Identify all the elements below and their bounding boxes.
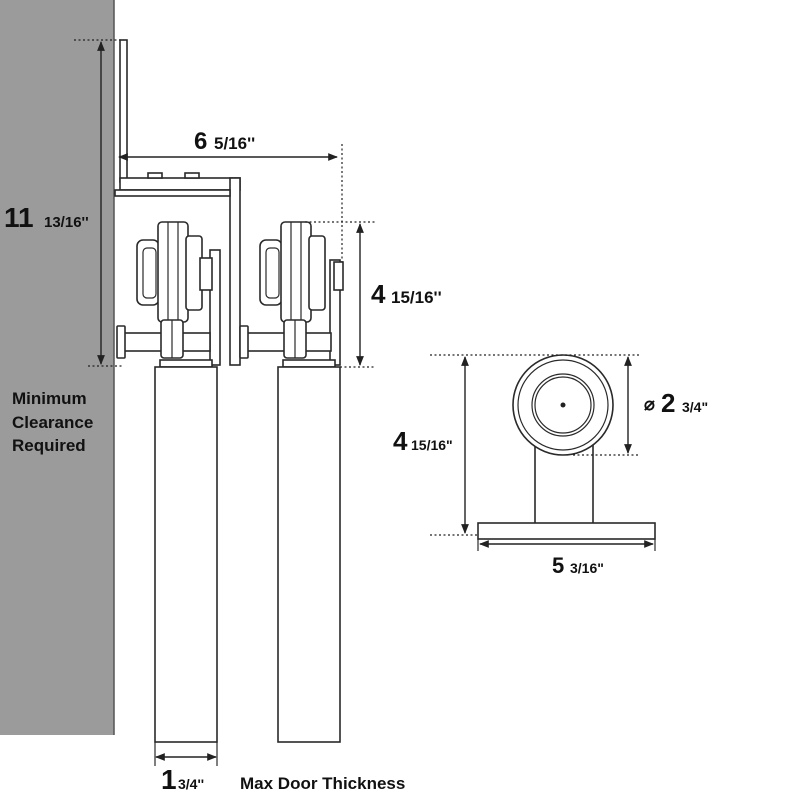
clearance-label-line2: Clearance (12, 413, 93, 432)
hanger-height-front-fraction: 15/16" (411, 437, 453, 453)
roller-assembly-left (116, 221, 221, 368)
base-width-whole: 5 (552, 553, 564, 578)
wheel-inner-ring-right (265, 247, 280, 299)
base-width-dimension: 5 3/16" (477, 539, 656, 578)
wheel-rim-ring (517, 359, 609, 451)
hanger-plate-left (199, 257, 213, 291)
hanger-height-front-whole: 4 (393, 426, 408, 456)
projection-dimension: 6 5/16'' (118, 128, 343, 275)
door-thickness-fraction: 3/4'' (178, 776, 204, 792)
hanger-front-view (477, 354, 656, 540)
hanger-height-side-dimension: 4 15/16'' (305, 221, 442, 368)
mounting-bracket (114, 39, 241, 366)
hanger-base-plate (477, 522, 656, 540)
door-clamp-right (282, 359, 336, 368)
bracket-bolt-head-1 (147, 172, 163, 179)
track-bar (114, 189, 231, 197)
base-width-fraction: 3/16" (570, 560, 604, 576)
door-right (277, 366, 341, 743)
wheel-axle-dot (560, 402, 566, 408)
wheel-hub-ring (531, 373, 595, 437)
wheel-bearing-right (308, 235, 326, 311)
wheel-diameter-whole: 2 (661, 388, 675, 418)
overall-height-whole: 11 (4, 202, 34, 233)
hanger-strap-left (209, 249, 221, 366)
wheel-flange-left (157, 221, 189, 323)
clearance-label-line3: Required (12, 436, 86, 455)
door-left (154, 366, 218, 743)
wheel-flange-right (280, 221, 312, 323)
wall (0, 0, 114, 735)
hanger-height-side-fraction: 15/16'' (391, 288, 442, 307)
door-clamp-left (159, 359, 213, 368)
hanger-height-front-dimension: 4 15/16" (393, 354, 640, 536)
door-thickness-dimension: 1 3/4'' Max Door Thickness (154, 742, 405, 794)
bracket-top-arm (119, 177, 241, 191)
clearance-label-line1: Minimum (12, 389, 87, 408)
bolt-head-left (116, 325, 126, 359)
bolt-head-right (239, 325, 249, 359)
roller-assembly-right (239, 221, 344, 368)
bracket-drop-arm (229, 177, 241, 366)
diameter-symbol: ⌀ (644, 394, 655, 414)
wheel-diameter-dimension: ⌀ 2 3/4" (573, 356, 708, 456)
projection-whole: 6 (194, 128, 207, 155)
bracket-bolt-head-2 (184, 172, 200, 179)
overall-height-dimension (74, 39, 124, 367)
door-thickness-caption: Max Door Thickness (240, 774, 405, 793)
overall-height-fraction: 13/16'' (44, 214, 89, 231)
bracket-wall-plate (119, 39, 128, 183)
door-thickness-whole: 1 (161, 764, 177, 794)
wheel-diameter-fraction: 3/4" (682, 399, 708, 415)
hanger-height-side-whole: 4 (371, 279, 386, 309)
hanger-plate-right (333, 261, 344, 291)
wheel-hub-inner (534, 376, 592, 434)
wheel-inner-ring-left (142, 247, 157, 299)
projection-fraction: 5/16'' (214, 134, 255, 153)
